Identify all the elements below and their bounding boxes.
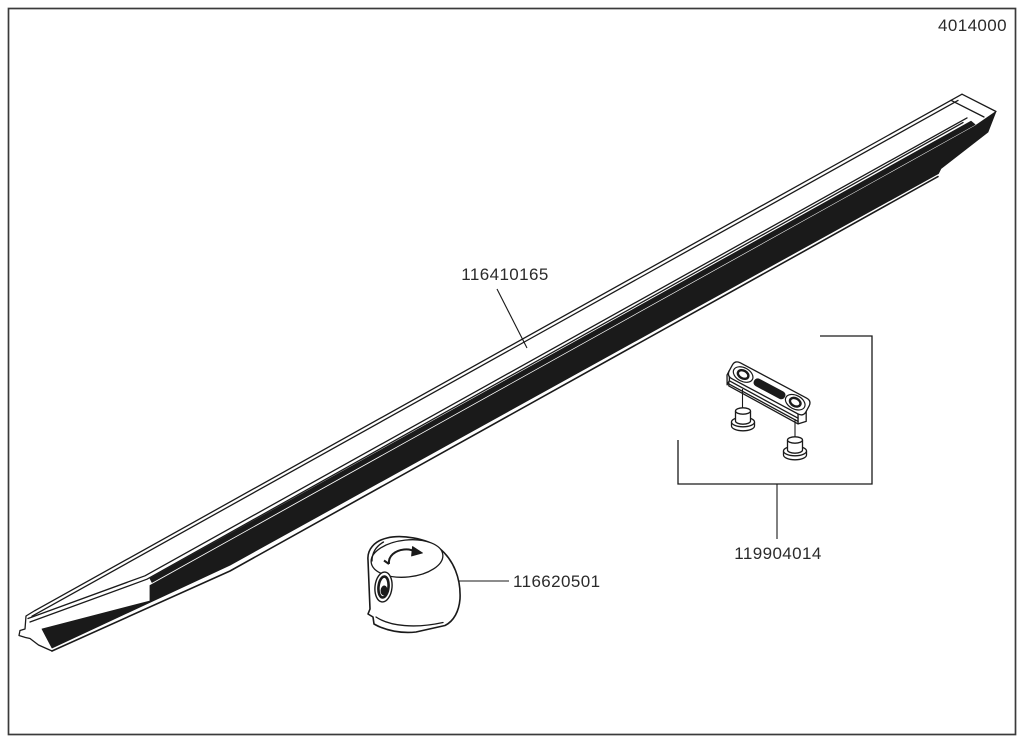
callout-box	[677, 335, 873, 485]
rivet-2	[782, 436, 808, 461]
rail-channel-line-b	[29, 121, 964, 623]
rotate-arrow-tail	[383, 559, 390, 565]
lock-cap-part-number-label: 116620501	[513, 572, 600, 591]
rivet-1-top	[734, 407, 752, 415]
cap-inner-wall-line	[371, 541, 385, 562]
rail-bottom-edge-line	[51, 175, 939, 652]
rivet-2-top	[786, 436, 804, 444]
rivet-1	[730, 407, 756, 432]
plate-side-step-lines	[727, 379, 799, 423]
rail-leader-line	[496, 288, 528, 349]
rail-top-inner-line	[31, 99, 959, 617]
plate-right-hole	[788, 396, 802, 408]
drawing-border	[7, 7, 1017, 736]
rail-part-number-label: 116410165	[461, 265, 548, 284]
rail-tip-end-face	[961, 93, 997, 113]
key-slot-core	[380, 585, 388, 596]
rail-top-edge-line	[34, 93, 963, 612]
plate-left-hole	[736, 368, 750, 381]
adapter-plate-body	[726, 361, 811, 425]
rail-rubber-strip	[41, 111, 997, 649]
rail-part-drawing	[18, 93, 997, 652]
cap-bottom-rim-line	[375, 616, 444, 627]
adapter-plate-part-drawing	[677, 335, 873, 539]
plate-center-slot	[753, 378, 786, 400]
rail-thin-strip	[149, 120, 976, 583]
rotate-arrow-head	[411, 546, 423, 557]
rail-tip-fold-line	[950, 99, 985, 118]
cap-top-face	[370, 539, 444, 578]
lock-cap-part-drawing	[367, 535, 461, 634]
rail-channel-line-a	[27, 117, 968, 620]
adapter-plate-part-number-label: 119904014	[734, 544, 821, 563]
drawing-number-label: 4014000	[938, 16, 1007, 35]
key-slot-ring	[377, 575, 390, 599]
rail-end-profile	[18, 609, 53, 652]
